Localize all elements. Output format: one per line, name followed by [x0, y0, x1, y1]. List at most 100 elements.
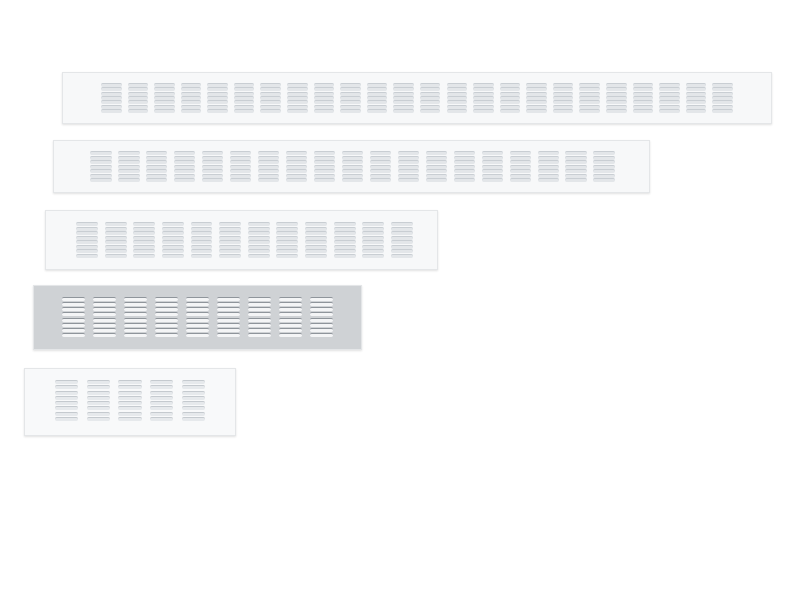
vent-slot	[154, 327, 179, 332]
vent-slot	[133, 244, 156, 249]
vent-slot	[473, 91, 494, 96]
vent-slot	[419, 91, 441, 96]
slot-column	[313, 83, 335, 113]
vent-slot	[123, 297, 148, 301]
vent-slot	[278, 302, 303, 307]
vent-slot	[473, 108, 494, 113]
vent-slot	[632, 91, 654, 96]
vent-slot	[309, 302, 333, 307]
vent-slot	[118, 416, 142, 421]
slot-column	[313, 151, 336, 182]
slot-array	[101, 83, 733, 113]
vent-slot	[229, 155, 252, 160]
vent-slot	[366, 87, 388, 92]
slot-column	[161, 222, 184, 258]
vent-slot	[123, 327, 148, 332]
vent-slot	[62, 317, 86, 322]
vent-slot	[233, 104, 255, 109]
vent-slot	[260, 100, 281, 105]
slot-column	[685, 83, 707, 113]
slot-column	[425, 151, 448, 182]
vent-slot	[219, 231, 242, 236]
vent-slot	[229, 160, 252, 164]
vent-slot	[149, 390, 174, 395]
vent-slot	[537, 178, 560, 182]
vent-slot	[149, 411, 174, 416]
vent-slot	[552, 104, 574, 109]
medium-white-grille	[45, 210, 438, 270]
vent-slot	[481, 151, 504, 155]
vent-slot	[181, 401, 205, 406]
vent-slot	[537, 164, 560, 169]
slot-column	[92, 297, 117, 337]
vent-slot	[333, 244, 356, 249]
vent-slot	[190, 222, 213, 226]
vent-slot	[92, 322, 117, 327]
vent-slot	[278, 327, 303, 332]
vent-slot	[712, 108, 733, 113]
vent-slot	[92, 332, 117, 337]
vent-slot	[309, 327, 333, 332]
vent-slot	[247, 253, 270, 258]
vent-slot	[55, 380, 79, 384]
vent-slot	[278, 317, 303, 322]
vent-slot	[341, 164, 364, 169]
vent-slot	[76, 249, 98, 254]
vent-slot	[118, 395, 142, 400]
slot-column	[133, 222, 156, 258]
vent-slot	[333, 222, 356, 226]
vent-slot	[247, 307, 272, 312]
vent-slot	[537, 155, 560, 160]
vent-slot	[92, 327, 117, 332]
slot-column	[419, 83, 441, 113]
vent-slot	[92, 307, 117, 312]
vent-slot	[453, 151, 476, 155]
vent-slot	[287, 95, 308, 100]
vent-slot	[90, 169, 112, 173]
vent-slot	[173, 160, 196, 164]
vent-slot	[86, 395, 111, 400]
vent-slot	[123, 332, 148, 337]
vent-slot	[118, 390, 142, 395]
vent-slot	[366, 83, 388, 87]
vent-slot	[127, 95, 149, 100]
slot-column	[712, 83, 733, 113]
vent-slot	[90, 155, 112, 160]
vent-slot	[605, 95, 627, 100]
vent-slot	[190, 235, 213, 240]
vent-slot	[149, 380, 174, 384]
vent-slot	[201, 164, 224, 169]
vent-slot	[92, 317, 117, 322]
vent-slot	[76, 240, 98, 245]
vent-slot	[397, 164, 420, 169]
slot-column	[76, 222, 98, 258]
vent-slot	[391, 235, 413, 240]
vent-slot	[659, 104, 680, 109]
vent-slot	[276, 253, 299, 258]
vent-slot	[247, 249, 270, 254]
vent-slot	[453, 160, 476, 164]
vent-slot	[123, 312, 148, 317]
vent-slot	[117, 178, 140, 182]
vent-slot	[62, 322, 86, 327]
vent-slot	[76, 244, 98, 249]
vent-slot	[276, 235, 299, 240]
slot-column	[154, 297, 179, 337]
vent-slot	[579, 108, 600, 113]
vent-slot	[278, 297, 303, 301]
vent-slot	[309, 297, 333, 301]
vent-slot	[473, 87, 494, 92]
vent-slot	[90, 160, 112, 164]
vent-slot	[260, 108, 281, 113]
vent-slot	[101, 87, 122, 92]
vent-slot	[216, 322, 241, 327]
vent-slot	[257, 160, 280, 164]
vent-slot	[76, 235, 98, 240]
vent-slot	[362, 226, 385, 231]
vent-slot	[181, 406, 205, 411]
vent-slot	[285, 173, 308, 178]
vent-slot	[216, 302, 241, 307]
vent-slot	[313, 151, 336, 155]
vent-slot	[216, 297, 241, 301]
vent-slot	[593, 173, 615, 178]
